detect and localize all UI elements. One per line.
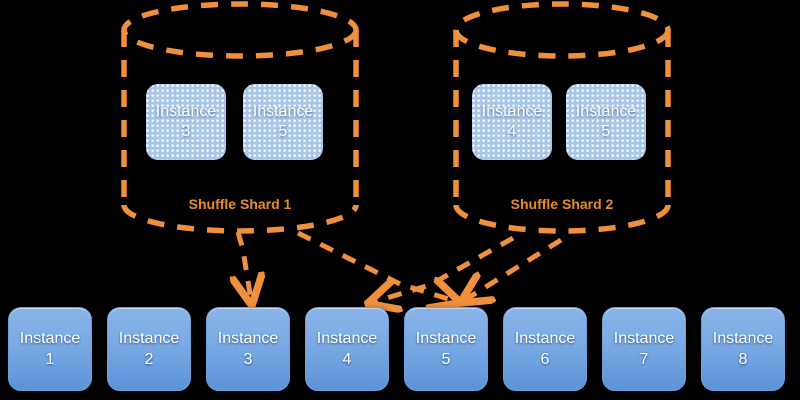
shard-instance-word: Instance xyxy=(481,103,543,120)
fleet-instance-number: 8 xyxy=(738,351,748,368)
arrow-shard2-to-instance4 xyxy=(373,235,515,302)
fleet-instance-8[interactable]: Instance 8 xyxy=(701,307,785,391)
shard-2-cylinder xyxy=(453,1,671,234)
fleet-instance-3[interactable]: Instance 3 xyxy=(206,307,290,391)
fleet-instance-word: Instance xyxy=(712,330,774,347)
shard-instance-box[interactable]: Instance 4 xyxy=(472,84,552,160)
shard-instance-box[interactable]: Instance 3 xyxy=(146,84,226,160)
fleet-instance-number: 2 xyxy=(144,351,154,368)
shard-instance-number: 5 xyxy=(601,123,611,140)
shard-instance-word: Instance xyxy=(155,103,217,120)
shard-instance-word: Instance xyxy=(575,103,637,120)
fleet-instance-4[interactable]: Instance 4 xyxy=(305,307,389,391)
shard-instance-number: 5 xyxy=(278,123,288,140)
shard-instance-word: Instance xyxy=(252,103,314,120)
fleet-instance-word: Instance xyxy=(316,330,378,347)
arrow-shard2-to-instance5 xyxy=(465,237,563,300)
fleet-instance-number: 1 xyxy=(45,351,55,368)
fleet-instance-word: Instance xyxy=(19,330,81,347)
fleet-instance-2[interactable]: Instance 2 xyxy=(107,307,191,391)
fleet-instance-number: 6 xyxy=(540,351,550,368)
shard-instance-number: 4 xyxy=(507,123,517,140)
fleet-instance-6[interactable]: Instance 6 xyxy=(503,307,587,391)
shard-1-label: Shuffle Shard 1 xyxy=(188,196,292,212)
fleet-instance-number: 5 xyxy=(441,351,451,368)
fleet-instance-number: 3 xyxy=(243,351,253,368)
fleet-instance-word: Instance xyxy=(118,330,180,347)
arrow-shard1-to-instance5 xyxy=(296,230,455,301)
fleet-instance-word: Instance xyxy=(514,330,576,347)
fleet-instance-number: 7 xyxy=(639,351,649,368)
arrow-shard1-to-instance3 xyxy=(238,231,251,300)
fleet-instance-5[interactable]: Instance 5 xyxy=(404,307,488,391)
shard-instance-box[interactable]: Instance 5 xyxy=(566,84,646,160)
shard-instance-box[interactable]: Instance 5 xyxy=(243,84,323,160)
fleet-instance-word: Instance xyxy=(613,330,675,347)
fleet-instance-7[interactable]: Instance 7 xyxy=(602,307,686,391)
fleet-instance-word: Instance xyxy=(217,330,279,347)
fleet-instance-1[interactable]: Instance 1 xyxy=(8,307,92,391)
fleet-instance-word: Instance xyxy=(415,330,477,347)
shard-instance-number: 3 xyxy=(181,123,191,140)
shard-1-cylinder xyxy=(121,1,359,234)
fleet-instance-number: 4 xyxy=(342,351,352,368)
shard-2-label: Shuffle Shard 2 xyxy=(510,196,614,212)
